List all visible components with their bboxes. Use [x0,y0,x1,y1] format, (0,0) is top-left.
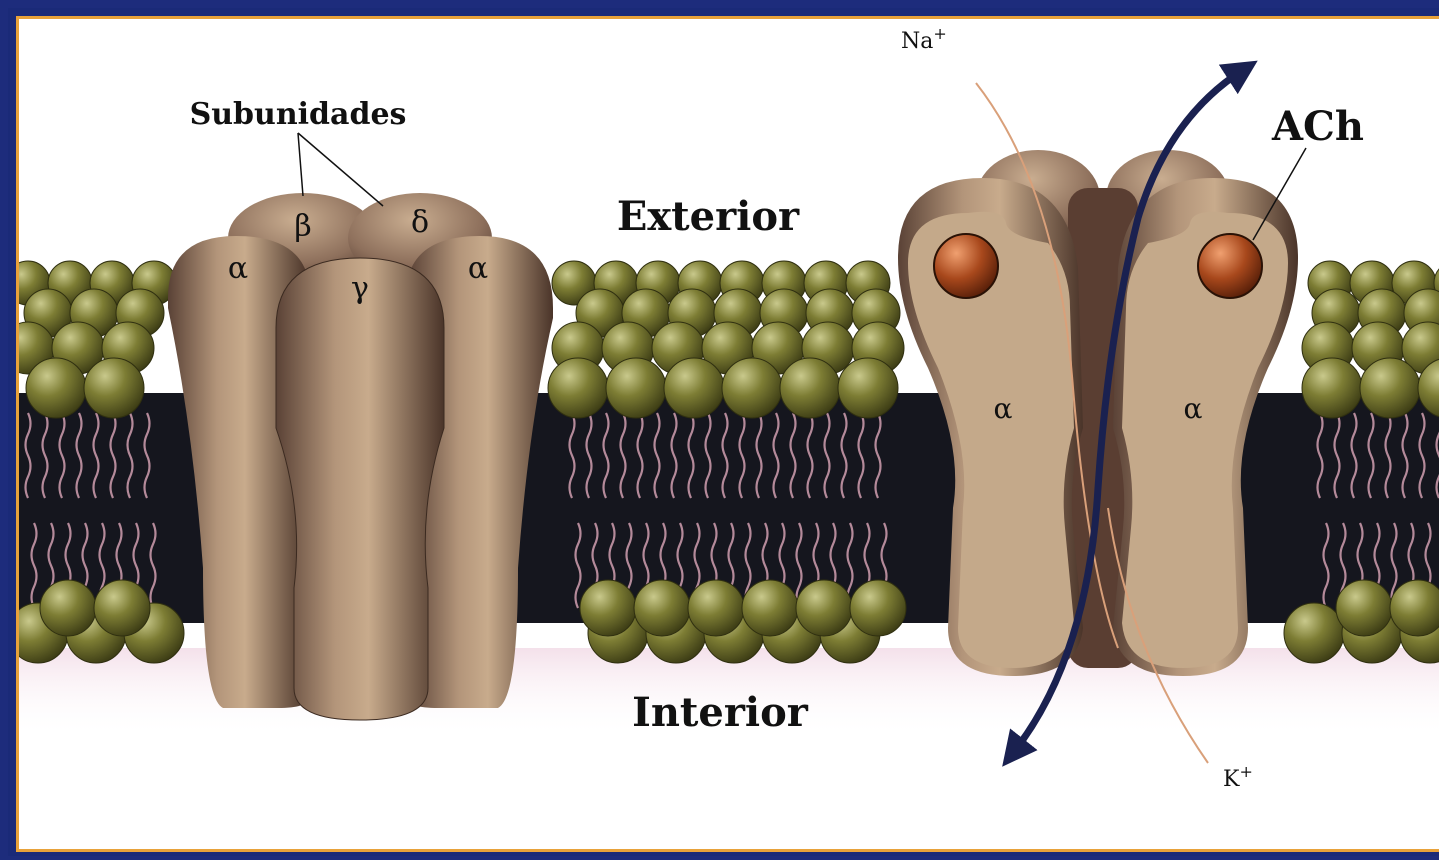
ach-binding-site-left [934,234,998,298]
na-ion-symbol: Na [901,29,933,54]
section-label-alpha-right: α [1184,392,1203,425]
lipid-head [94,580,150,636]
lipid-head [26,358,86,418]
lipid-head [634,580,690,636]
exterior-label: Exterior [617,193,800,240]
lipid-head [850,580,906,636]
na-ion-charge: + [933,24,946,43]
k-ion-label: K+ [1223,762,1253,792]
membrane-diagram: Subunidades Exterior Interior ACh Na+ K+… [19,19,1439,852]
k-ion-charge: + [1239,762,1252,781]
interior-label: Interior [632,689,809,736]
lipid-head [1390,580,1439,636]
diagram-canvas: Subunidades Exterior Interior ACh Na+ K+… [16,16,1439,852]
lipid-head [40,580,96,636]
lipid-head [796,580,852,636]
lipid-head [548,358,608,418]
subunit-label-gamma: γ [351,271,369,306]
ach-binding-site-right [1198,234,1262,298]
subunits-label: Subunidades [190,97,407,132]
lipid-head [722,358,782,418]
lipid-head [780,358,840,418]
lipid-head [606,358,666,418]
receptor-cross-section [898,150,1298,676]
lipid-head [1284,603,1344,663]
lipid-head [580,580,636,636]
section-label-alpha-left: α [994,392,1013,425]
subunit-label-alpha-left: α [228,251,248,286]
subunit-label-delta: δ [411,205,429,240]
lipid-head [84,358,144,418]
lipid-head [742,580,798,636]
na-ion-label: Na+ [901,24,947,54]
subunit-pointer-beta [298,133,303,196]
subunit-gamma [276,258,444,720]
k-ion-symbol: K [1223,767,1240,792]
lipid-head [664,358,724,418]
lipid-head [688,580,744,636]
subunit-label-alpha-right: α [468,251,488,286]
subunit-label-beta: β [294,209,311,244]
lipid-head [838,358,898,418]
lipid-head [1336,580,1392,636]
lipid-head [1302,358,1362,418]
lipid-head [1360,358,1420,418]
ach-label: ACh [1271,103,1364,150]
